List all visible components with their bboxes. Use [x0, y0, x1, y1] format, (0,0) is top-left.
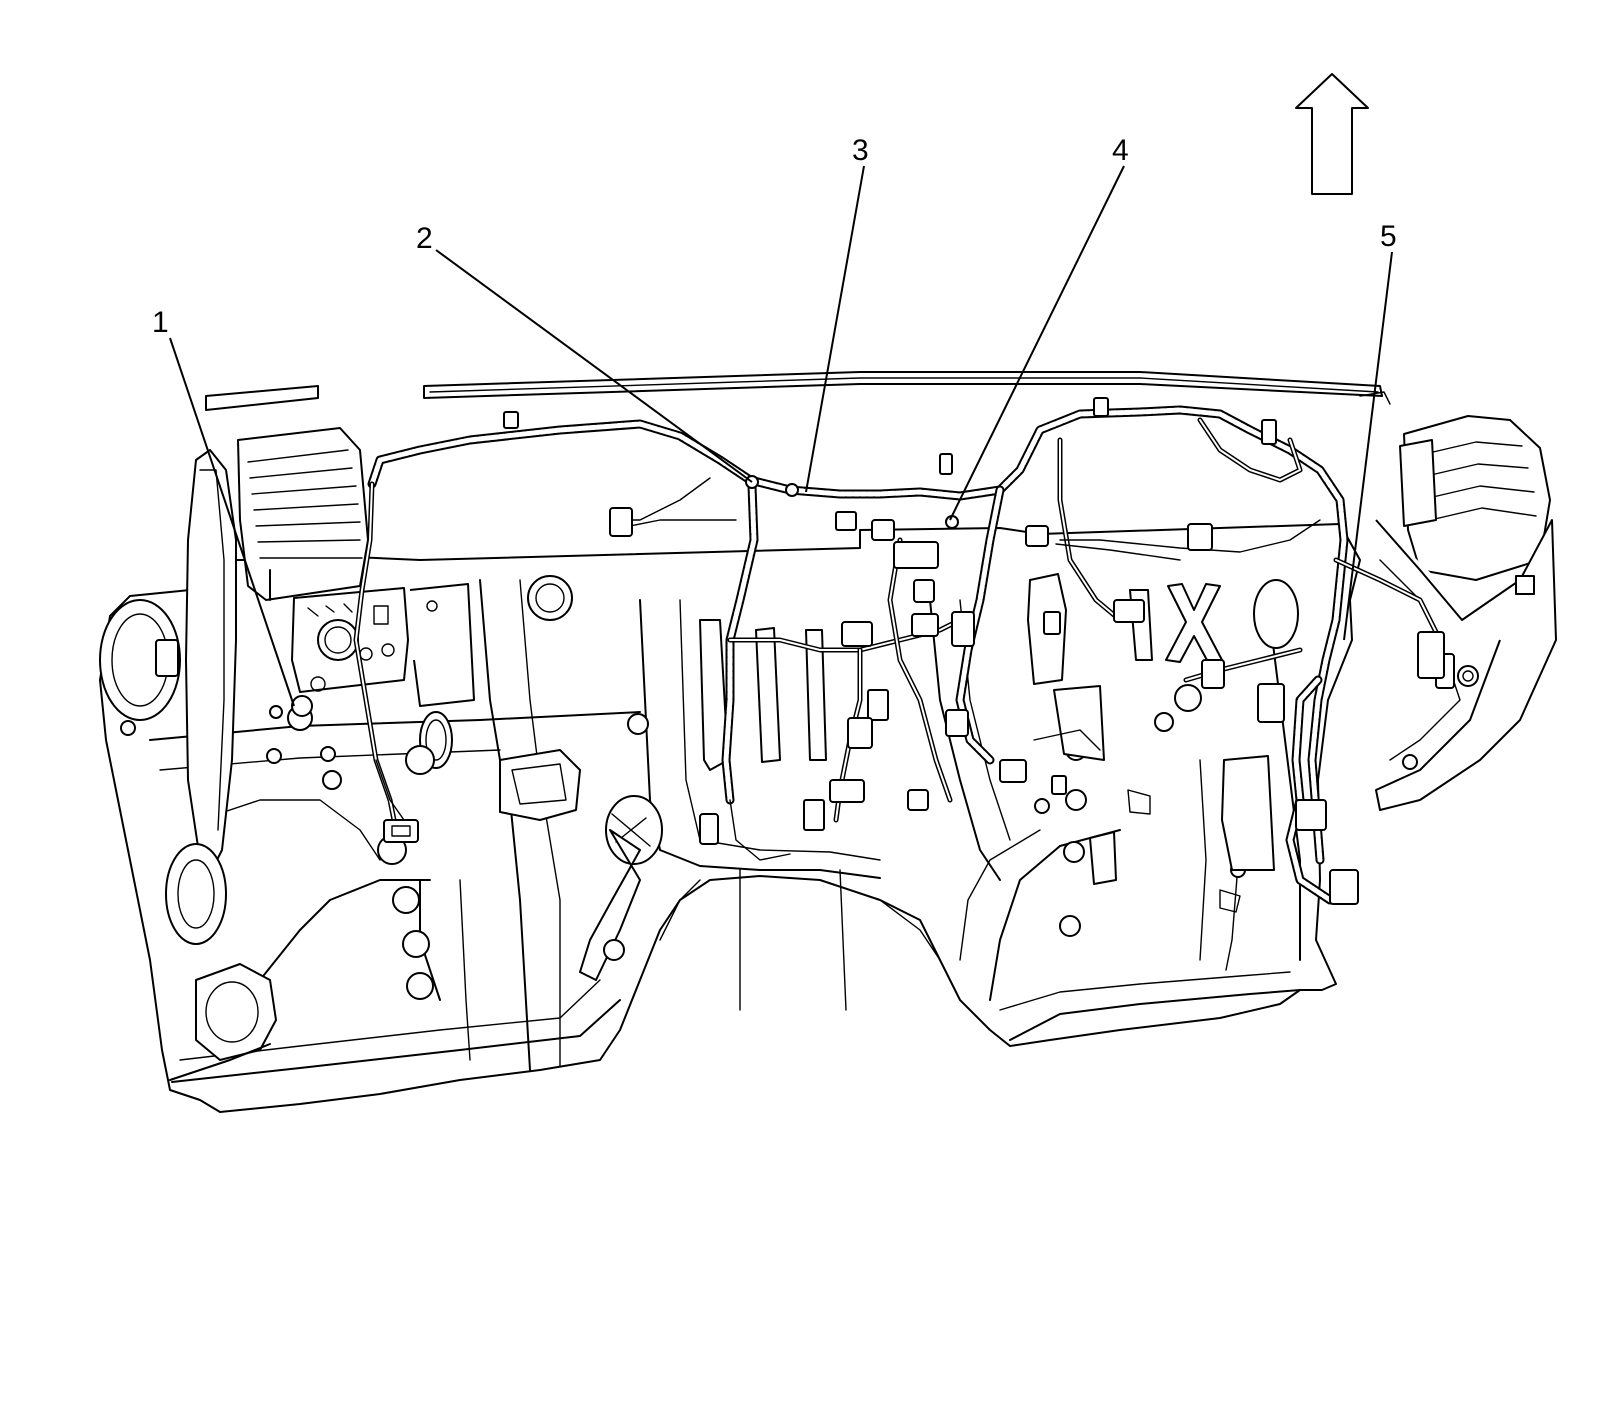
leader-3 — [805, 165, 865, 493]
callout-labels: 1 2 3 4 5 — [152, 134, 1397, 339]
callout-4: 4 — [1112, 134, 1129, 167]
right-air-vent — [1375, 415, 1557, 811]
leader-1 — [169, 337, 295, 707]
leader-lines — [169, 165, 1393, 707]
left-air-vent — [237, 427, 369, 601]
dash-panel-bulkhead — [99, 523, 1361, 1113]
leader-2 — [435, 249, 753, 483]
steering-column — [165, 449, 277, 1081]
harness-connectors — [269, 397, 1445, 905]
left-vent-ring — [99, 599, 181, 721]
leader-4 — [949, 165, 1125, 521]
callout-5: 5 — [1380, 220, 1397, 253]
dash-top-trim — [205, 371, 1391, 411]
callout-2: 2 — [416, 222, 433, 255]
callout-1: 1 — [152, 306, 169, 339]
callout-3: 3 — [852, 134, 869, 167]
leader-5 — [1343, 251, 1393, 641]
up-arrow-icon — [1295, 73, 1369, 195]
